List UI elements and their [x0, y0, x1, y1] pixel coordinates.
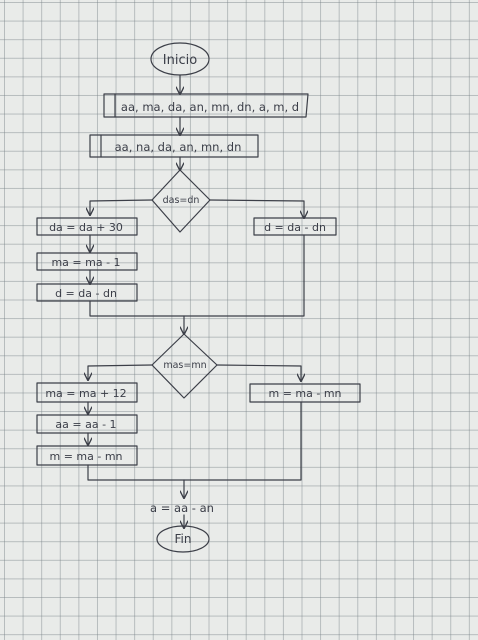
cond1-yes-label-1: da = da + 30: [49, 221, 123, 234]
cond2-yes-label-2: aa = aa - 1: [55, 418, 116, 431]
cond1-yes-box-1: da = da + 30: [36, 217, 138, 236]
connector-cond1-yes: [90, 199, 153, 215]
cond1-yes-label-3: d = da - dn: [55, 287, 117, 300]
cond2-yes-box-3: m = ma - mn: [36, 445, 138, 466]
cond1-no-box: d = da - dn: [253, 217, 337, 236]
result-label: a = aa - an: [150, 501, 214, 515]
cond2-yes-box-2: aa = aa - 1: [36, 414, 138, 434]
read-label: aa, na, da, an, mn, dn: [115, 140, 242, 154]
end-label: Fin: [175, 532, 192, 546]
cond1-no-label: d = da - dn: [264, 221, 326, 234]
read-box: aa, na, da, an, mn, dn: [89, 134, 259, 158]
cond2-no-label: m = ma - mn: [268, 387, 341, 400]
cond2-yes-label-3: m = ma - mn: [49, 450, 122, 463]
cond2-no-box: m = ma - mn: [249, 383, 361, 403]
input-box: aa, ma, da, an, mn, dn, a, m, d: [103, 93, 309, 118]
cond2-yes-box-1: ma = ma + 12: [36, 382, 138, 403]
start-label: Inicio: [163, 53, 197, 68]
connector-cond1-no: [209, 199, 304, 218]
cond1-yes-box-2: ma = ma - 1: [36, 252, 138, 271]
input-label: aa, ma, da, an, mn, dn, a, m, d: [121, 100, 299, 114]
merge-2: [87, 401, 302, 481]
merge-1: [89, 234, 305, 317]
cond1-yes-label-2: ma = ma - 1: [51, 256, 120, 269]
cond2-yes-label-1: ma = ma + 12: [45, 387, 126, 400]
end-terminal: Fin: [156, 525, 210, 553]
cond1-yes-box-3: d = da - dn: [36, 283, 138, 302]
decision-2: mas=mn: [151, 333, 218, 399]
start-terminal: Inicio: [150, 42, 210, 76]
connector-cond2-no: [216, 364, 301, 381]
connector-cond2-yes: [88, 364, 153, 380]
decision-1: das=dn: [151, 169, 211, 233]
decision-1-label: das=dn: [163, 195, 200, 206]
decision-2-label: mas=mn: [163, 360, 206, 371]
